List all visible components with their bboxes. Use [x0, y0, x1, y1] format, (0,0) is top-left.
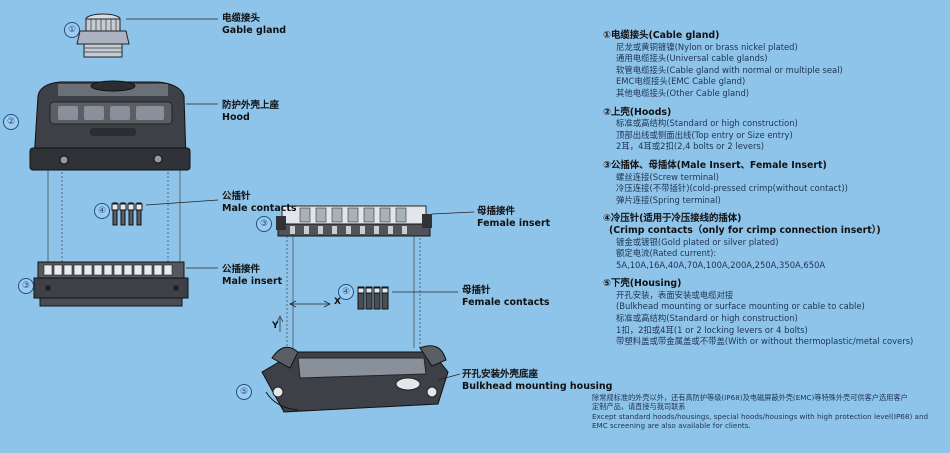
spec-title: ①电缆接头(Cable gland) [603, 30, 720, 41]
spec-title: ⑤下壳(Housing) [603, 278, 682, 290]
label-hood-zh: 防护外壳上座 [222, 100, 280, 111]
spec-item: EMC电缆接头(EMC Cable gland) [616, 76, 746, 87]
spec-item: 顶部出线或侧面出线(Top entry or Size entry) [616, 129, 793, 140]
spec-title: ③公插体、母插体(Male Insert、Female Insert) [603, 159, 827, 171]
label-female-contacts-zh: 母插针 [462, 285, 491, 296]
label-bulkhead-housing-en: Bulkhead mounting housing [462, 381, 613, 392]
spec-item: 其他电缆接头(Other Cable gland) [616, 87, 750, 98]
dimension-y-label: Y [272, 321, 279, 331]
spec-item: 尼龙或黄铜镀镍(Nylon or brass nickel plated) [616, 41, 798, 52]
label-hood: 防护外壳上座 Hood [222, 100, 279, 124]
footnote-line: 定制产品，请直接与我司联系 [592, 402, 686, 412]
spec-item: 标准或高结构(Standard or high construction) [616, 313, 798, 324]
spec-item: 镀金或镀银(Gold plated or silver plated) [616, 236, 779, 247]
cable-gland [76, 13, 130, 58]
callout-number-1: ① [64, 22, 80, 38]
spec-section-inserts: ③公插体、母插体(Male Insert、Female Insert) 螺丝连接… [603, 160, 943, 206]
spec-title: ②上壳(Hoods) [603, 106, 672, 118]
label-cable-gland: 电缆接头 Gable gland [222, 13, 286, 37]
spec-item: 软管电缆接头(Cable gland with normal or multip… [616, 64, 843, 75]
label-hood-en: Hood [222, 112, 250, 123]
label-male-insert: 公插接件 Male insert [222, 264, 282, 288]
callout-number-3: ③ [18, 278, 34, 294]
male-insert [33, 261, 189, 307]
label-male-insert-zh: 公插接件 [222, 264, 261, 275]
label-male-insert-en: Male insert [222, 276, 283, 287]
spec-item: 冷压连接(不带插针)(cold-pressed crimp(without co… [616, 183, 848, 194]
callout-number-4b: ④ [338, 284, 354, 300]
footnote-line: 除常规标准的外壳以外，还有高防护等级(IP68)及电磁屏蔽外壳(EMC)等特殊外… [592, 393, 908, 402]
label-cable-gland-en: Gable gland [222, 25, 287, 36]
label-female-insert-zh: 母插接件 [477, 206, 516, 217]
spec-list: ①电缆接头(Cable gland) 尼龙或黄铜镀镍(Nylon or bras… [603, 30, 943, 355]
dimension-x-label: X [334, 297, 341, 307]
label-female-insert-en: Female insert [477, 218, 551, 229]
label-male-contacts: 公插针 Male contacts [222, 191, 297, 215]
label-cable-gland-zh: 电缆接头 [222, 13, 261, 24]
footnote: 除常规标准的外壳以外，还有高防护等级(IP68)及电磁屏蔽外壳(EMC)等特殊外… [592, 393, 944, 431]
spec-item: 5A,10A,16A,40A,70A,100A,200A,250A,350A,6… [616, 259, 826, 270]
spec-section-hoods: ②上壳(Hoods) 标准或高结构(Standard or high const… [603, 107, 943, 153]
spec-item: 1扣，2扣或4耳(1 or 2 locking levers or 4 bolt… [616, 324, 808, 335]
spec-title: ④冷压针(适用于冷压接线的插体) [603, 213, 742, 225]
spec-item: 标准或高结构(Standard or high construction) [616, 118, 798, 129]
bulkhead-housing [261, 345, 449, 413]
label-male-contacts-zh: 公插针 [222, 191, 251, 202]
spec-title-line2: (Crimp contacts（only for crimp connectio… [609, 224, 881, 236]
connector-illustration [29, 13, 475, 413]
hood [29, 80, 191, 171]
spec-section-housing: ⑤下壳(Housing) 开孔安装，表面安装或电缆对接 (Bulkhead mo… [603, 278, 943, 348]
spec-item: (Bulkhead mounting or surface mounting o… [616, 301, 865, 312]
callout-number-2: ② [3, 114, 19, 130]
female-insert [276, 205, 432, 237]
label-female-contacts-en: Female contacts [462, 297, 550, 308]
label-bulkhead-housing: 开孔安装外壳底座 Bulkhead mounting housing [462, 369, 612, 393]
label-bulkhead-housing-zh: 开孔安装外壳底座 [462, 369, 539, 380]
spec-item: 通用电缆接头(Universal cable glands) [616, 53, 768, 64]
callout-number-4: ④ [94, 203, 110, 219]
spec-item: 额定电流(Rated current): [616, 248, 717, 259]
spec-item: 带塑料盖或带金属盖或不带盖(With or without thermoplas… [616, 336, 914, 347]
label-female-contacts: 母插针 Female contacts [462, 285, 550, 309]
label-male-contacts-en: Male contacts [222, 203, 297, 214]
spec-item: 弹片连接(Spring terminal) [616, 194, 721, 205]
callout-number-3b: ③ [256, 216, 272, 232]
spec-section-cable-gland: ①电缆接头(Cable gland) 尼龙或黄铜镀镍(Nylon or bras… [603, 30, 943, 100]
spec-item: 开孔安装，表面安装或电缆对接 [616, 289, 734, 300]
female-contacts [357, 286, 389, 310]
footnote-line: EMC screening are also available for cli… [592, 421, 751, 431]
callout-number-5: ⑤ [236, 384, 252, 400]
spec-section-crimp-contacts: ④冷压针(适用于冷压接线的插体) (Crimp contacts（only fo… [603, 213, 943, 271]
footnote-line: Except standard hoods/housings, special … [592, 411, 929, 421]
spec-item: 螺丝连接(Screw terminal) [616, 171, 719, 182]
male-contacts [111, 202, 143, 226]
label-female-insert: 母插接件 Female insert [477, 206, 550, 230]
spec-item: 2耳，4耳或2扣(2,4 bolts or 2 levers) [616, 141, 765, 152]
